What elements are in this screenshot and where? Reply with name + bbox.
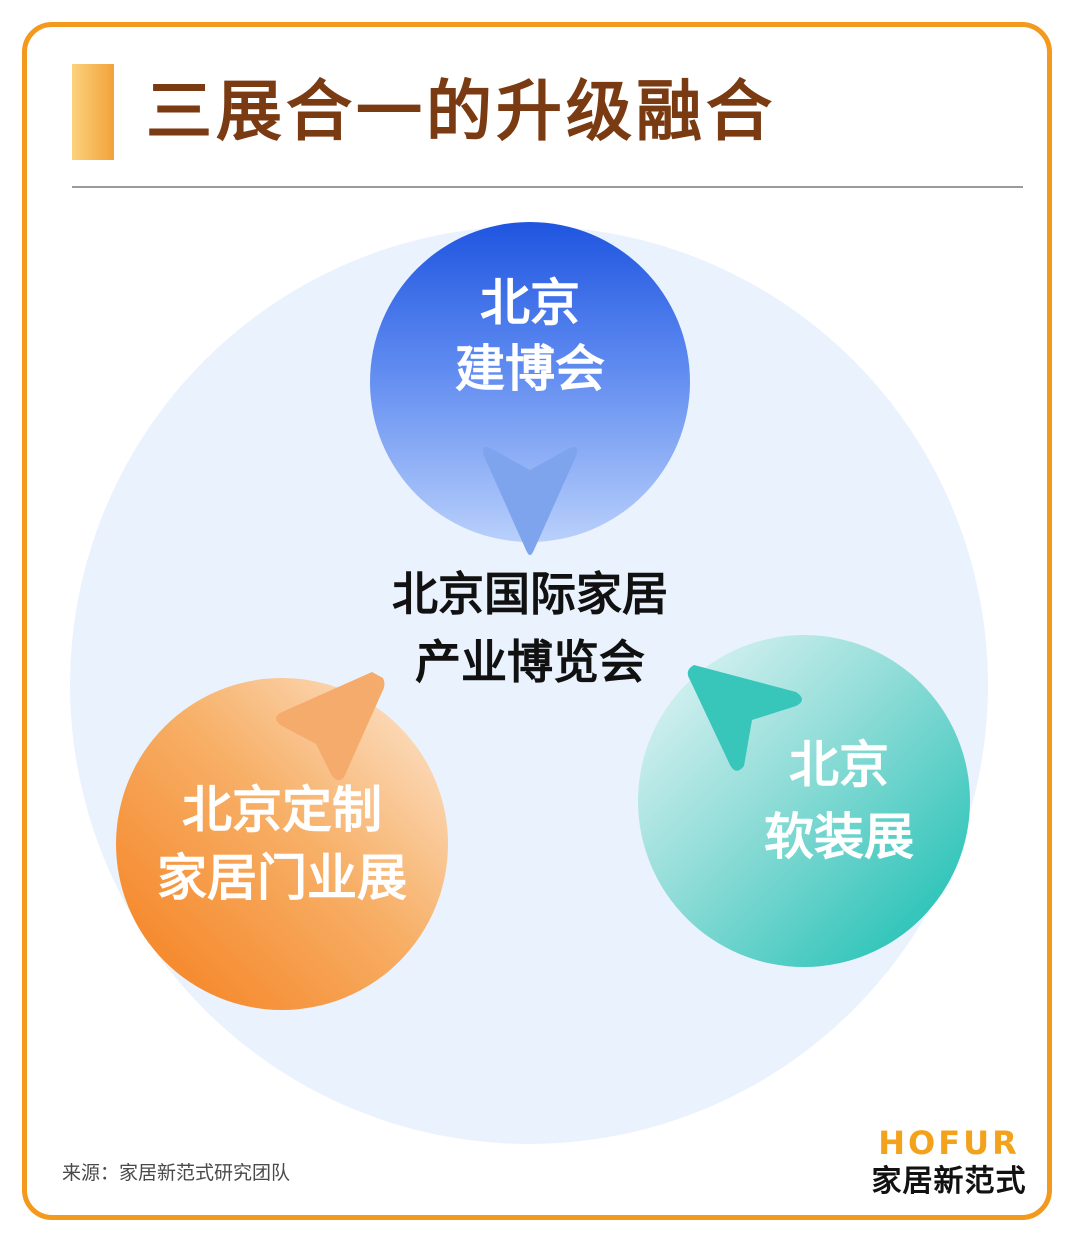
source-note: 来源：家居新范式研究团队 <box>62 1162 291 1184</box>
node-jianbohui: 北京 建博会 <box>370 222 690 542</box>
node-soft-decor-expo: 北京 软装展 <box>638 635 970 967</box>
node-soft-decor-expo-line2: 软装展 <box>764 808 914 866</box>
node-jianbohui-line2: 建博会 <box>455 340 605 398</box>
brand-logo: HOFUR 家居新范式 <box>866 1124 1032 1202</box>
node-soft-decor-expo-line1: 北京 <box>789 736 889 794</box>
node-jianbohui-line1: 北京 <box>480 274 580 332</box>
node-custom-door-expo: 北京定制 家居门业展 <box>116 678 448 1010</box>
center-label: 北京国际家居 产业博览会 <box>330 560 730 696</box>
title-accent-bar <box>72 64 114 160</box>
node-custom-door-expo-line1: 北京定制 <box>182 781 382 839</box>
brand-logo-en: HOFUR <box>878 1124 1020 1162</box>
center-label-line2: 产业博览会 <box>415 635 645 689</box>
center-label-line1: 北京国际家居 <box>392 567 668 621</box>
brand-logo-cn: 家居新范式 <box>871 1164 1027 1199</box>
page-title: 三展合一的升级融合 <box>146 73 776 150</box>
node-custom-door-expo-line2: 家居门业展 <box>157 849 407 907</box>
title-divider <box>72 186 1023 188</box>
